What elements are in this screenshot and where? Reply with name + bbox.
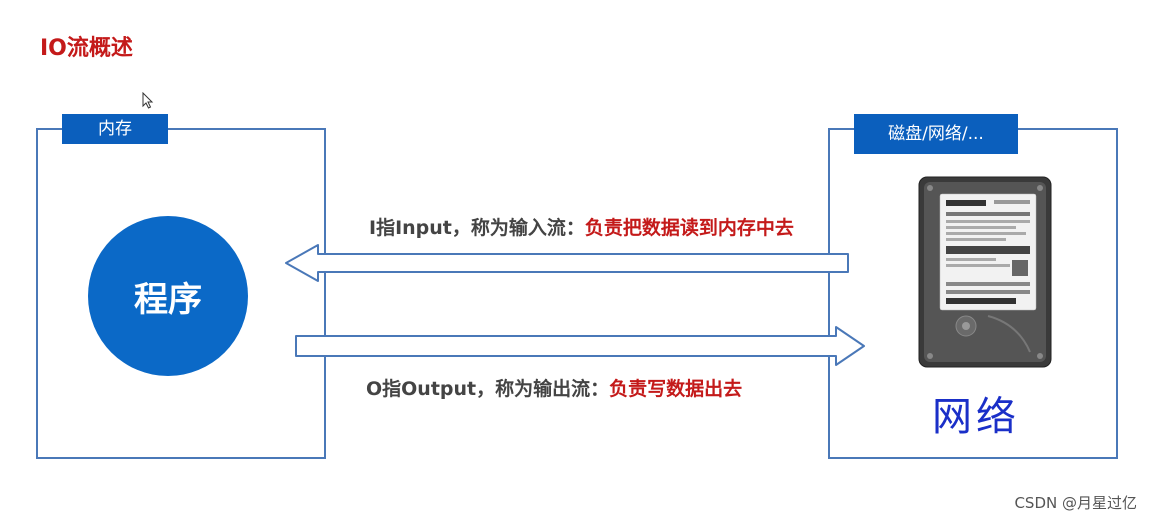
output-arrow xyxy=(295,326,865,366)
program-circle: 程序 xyxy=(88,216,248,376)
output-stream-label: O指Output，称为输出流：负责写数据出去 xyxy=(366,374,742,401)
memory-box xyxy=(36,128,326,459)
storage-tag: 磁盘/网络/... xyxy=(854,114,1018,154)
memory-tag: 内存 xyxy=(62,114,168,144)
mouse-cursor-icon xyxy=(142,92,154,109)
page-title: IO流概述 xyxy=(40,36,133,61)
input-stream-label: I指Input，称为输入流：负责把数据读到内存中去 xyxy=(369,213,794,240)
network-text: 网络 xyxy=(932,394,1020,440)
watermark: CSDN @月星过亿 xyxy=(1014,494,1137,512)
output-stream-prefix: O指Output，称为输出流： xyxy=(366,378,610,400)
input-stream-highlight: 负责把数据读到内存中去 xyxy=(584,217,794,239)
program-label: 程序 xyxy=(134,279,202,320)
input-stream-prefix: I指Input，称为输入流： xyxy=(369,217,585,239)
input-arrow xyxy=(285,244,849,282)
output-stream-highlight: 负责写数据出去 xyxy=(609,378,743,400)
hard-drive-icon xyxy=(918,176,1052,368)
